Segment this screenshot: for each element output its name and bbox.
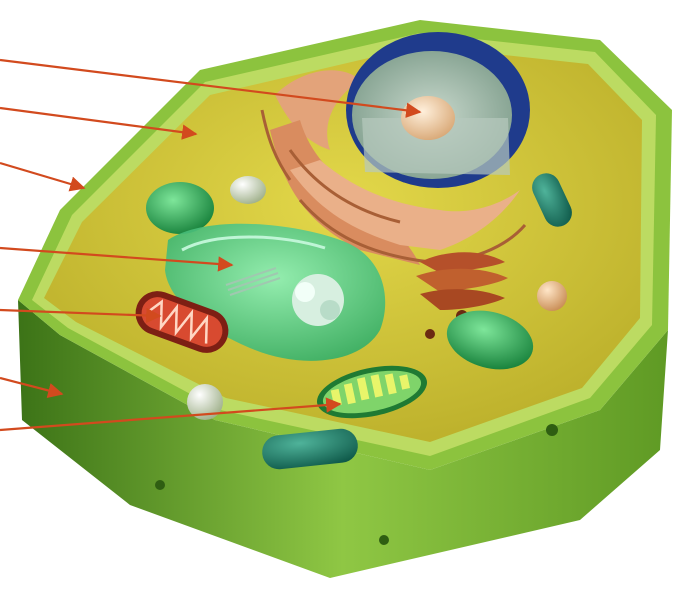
nucleus xyxy=(346,32,530,188)
pointer-arrow-cell-membrane xyxy=(0,163,84,188)
plasmodesma xyxy=(379,535,389,545)
peroxisome xyxy=(537,281,567,311)
plasmodesma xyxy=(546,424,558,436)
nucleolus xyxy=(401,96,455,140)
chloroplast-blob xyxy=(146,182,214,234)
plasmodesma xyxy=(155,480,165,490)
vesicle xyxy=(230,176,266,204)
crystal-cluster xyxy=(292,274,344,326)
